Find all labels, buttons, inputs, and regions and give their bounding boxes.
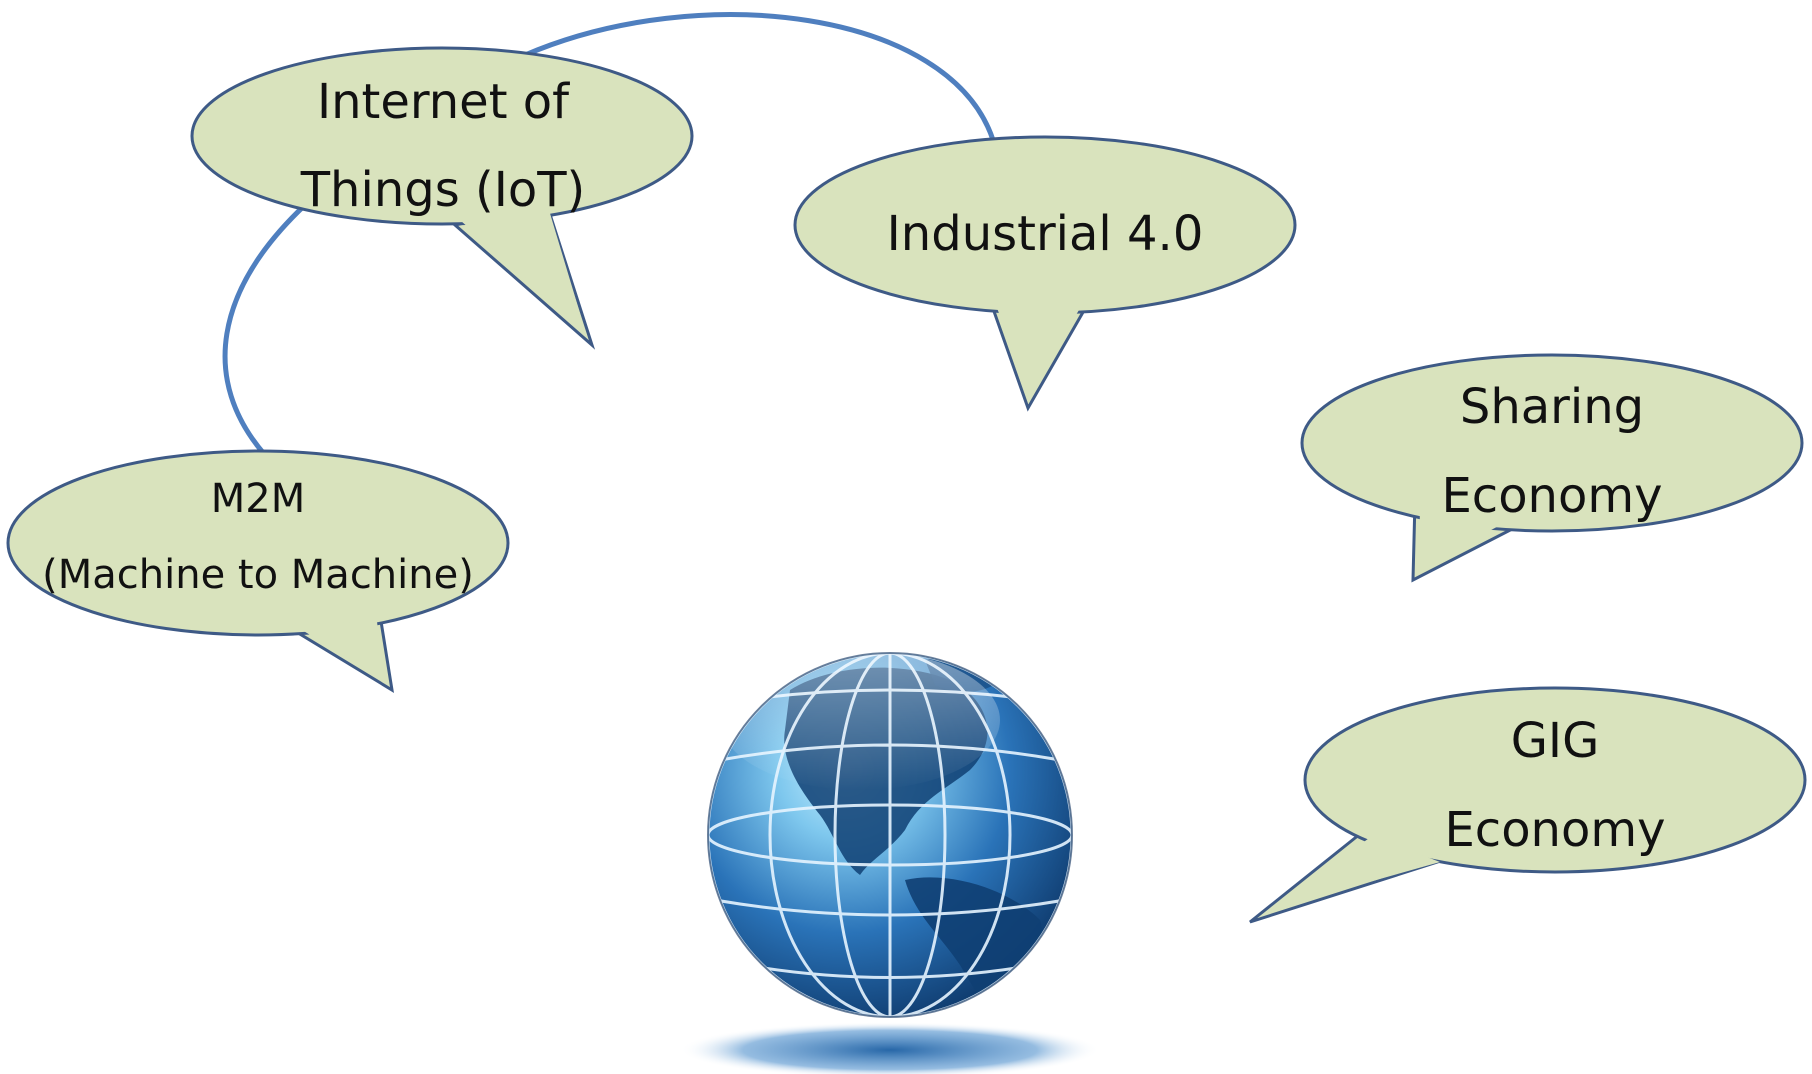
bubble-gig: GIG Economy bbox=[1249, 686, 1807, 924]
bubble-iot-line2: Things (IoT) bbox=[300, 162, 586, 218]
bubble-gig-line1: GIG bbox=[1511, 713, 1600, 769]
globe-shadow bbox=[680, 1022, 1100, 1074]
connector-iot-industrial bbox=[524, 12, 996, 141]
bubble-m2m: M2M (Machine to Machine) bbox=[6, 449, 510, 693]
bubble-m2m-line1: M2M bbox=[211, 476, 305, 522]
bubble-industrial: Industrial 4.0 bbox=[793, 135, 1297, 412]
bubble-sharing: Sharing Economy bbox=[1300, 353, 1804, 583]
bubble-iot-line1: Internet of bbox=[317, 74, 570, 130]
bubble-m2m-line2: (Machine to Machine) bbox=[42, 552, 474, 598]
bubble-sharing-line2: Economy bbox=[1441, 468, 1662, 524]
bubble-gig-line2: Economy bbox=[1444, 802, 1665, 858]
globe-icon bbox=[680, 652, 1100, 1074]
bubble-sharing-line1: Sharing bbox=[1460, 379, 1644, 435]
connector-m2m-iot bbox=[222, 203, 307, 457]
bubble-industrial-line1: Industrial 4.0 bbox=[887, 206, 1204, 262]
bubble-iot: Internet of Things (IoT) bbox=[190, 46, 694, 350]
